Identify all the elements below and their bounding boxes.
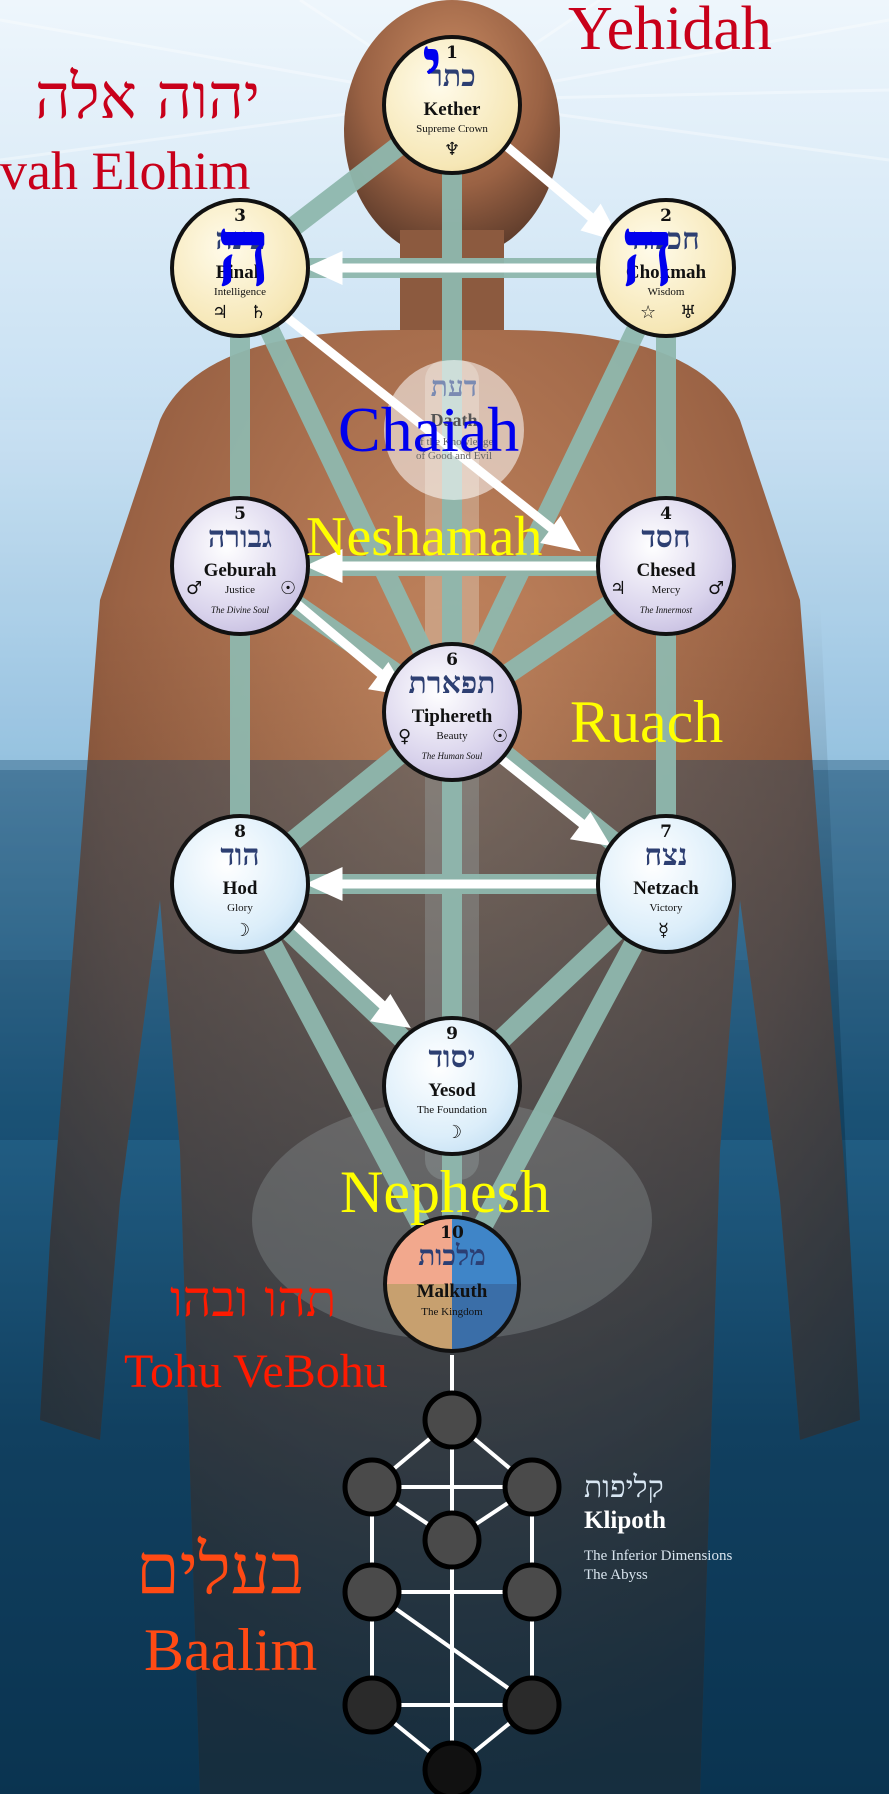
qliphah-1 — [425, 1393, 479, 1447]
sephirah-note: The Divine Soul — [174, 605, 306, 615]
qliphah-7 — [345, 1678, 399, 1732]
letter-yod: י — [422, 20, 442, 111]
qliphah-5 — [345, 1565, 399, 1619]
sephirah-hod: 8 הוד Hod Glory ☽ — [170, 814, 310, 954]
sephirah-netzach: 7 נצח Netzach Victory ☿ — [596, 814, 736, 954]
label-chaiah: Chaiah — [338, 393, 519, 467]
klipoth-line-2: The Abyss — [584, 1566, 732, 1585]
sephirah-hebrew: יסוד — [386, 1040, 518, 1075]
jupiter-icon: ♃ — [610, 578, 626, 599]
qliphah-2 — [345, 1460, 399, 1514]
sephirah-hebrew: תפארת — [386, 666, 518, 701]
sun-icon: ☉ — [492, 726, 508, 747]
sephirah-subtitle: The Foundation — [386, 1104, 518, 1116]
sephirah-name: Kether — [386, 99, 518, 121]
label-divine-name-hebrew: יהוה אלה — [0, 60, 260, 134]
label-neshamah: Neshamah — [306, 505, 542, 569]
label-baalim-hebrew: בעלים — [136, 1528, 304, 1611]
letter-heh-binah: ה — [216, 195, 271, 308]
sephirah-chesed: 4 חסד Chesed Mercy The Innermost ♃ ♂ — [596, 496, 736, 636]
qliphah-8 — [505, 1678, 559, 1732]
sephirah-tiphereth: 6 תפארת Tiphereth Beauty The Human Soul … — [382, 642, 522, 782]
klipoth-caption: קליפות Klipoth The Inferior Dimensions T… — [584, 1470, 732, 1585]
sephirah-note: The Human Soul — [386, 751, 518, 761]
sephirah-hebrew: הוד — [174, 838, 306, 873]
qliphah-4 — [425, 1513, 479, 1567]
label-tohu-latin: Tohu VeBohu — [124, 1344, 388, 1399]
sephirah-note: The Innermost — [600, 605, 732, 615]
sephirah-name: Yesod — [386, 1080, 518, 1102]
klipoth-hebrew: קליפות — [584, 1470, 732, 1505]
letter-heh-chokmah: ה — [620, 195, 675, 308]
sephirah-yesod: 9 יסוד Yesod The Foundation ☽ — [382, 1016, 522, 1156]
sephirah-name: Hod — [174, 878, 306, 900]
qliphah-6 — [505, 1565, 559, 1619]
neptune-icon: ♆ — [444, 139, 460, 160]
sephirah-hebrew: גבורה — [174, 520, 306, 555]
label-baalim-latin: Baalim — [144, 1616, 317, 1685]
sephirah-kether: 1 כתר Kether Supreme Crown ♆ — [382, 35, 522, 175]
qliphah-3 — [505, 1460, 559, 1514]
sephirah-name: Tiphereth — [386, 706, 518, 728]
sephirah-subtitle: Victory — [600, 902, 732, 914]
uranus-icon: ♅ — [680, 302, 696, 323]
moon-icon: ☽ — [234, 920, 250, 941]
sephirah-name: Malkuth — [387, 1281, 517, 1303]
sephirah-geburah: 5 גבורה Geburah Justice The Divine Soul … — [170, 496, 310, 636]
sephirah-name: Netzach — [600, 878, 732, 900]
sephirah-hebrew: כתר — [386, 59, 518, 94]
label-tohu-hebrew: תהו ובהו — [170, 1270, 336, 1328]
qliphah-9 — [425, 1743, 479, 1794]
klipoth-title: Klipoth — [584, 1507, 732, 1535]
moon-icon: ☽ — [446, 1122, 462, 1143]
sephirah-subtitle: The Kingdom — [387, 1306, 517, 1318]
label-nephesh: Nephesh — [340, 1158, 550, 1227]
mars-icon: ♂ — [186, 578, 202, 599]
sephirah-malkuth: 10 מלכות Malkuth The Kingdom — [383, 1215, 521, 1353]
label-ruach: Ruach — [570, 688, 723, 757]
klipoth-line-1: The Inferior Dimensions — [584, 1547, 732, 1566]
sun-icon: ☉ — [280, 578, 296, 599]
sephirah-subtitle: Glory — [174, 902, 306, 914]
sephirah-hebrew: נצח — [600, 838, 732, 873]
mercury-icon: ☿ — [658, 920, 669, 941]
label-yehidah: Yehidah — [568, 0, 772, 65]
venus-icon: ♀ — [398, 726, 411, 747]
sephirah-hebrew: מלכות — [387, 1239, 517, 1273]
sephirah-hebrew: חסד — [600, 520, 732, 555]
label-divine-name-latin: vah Elohim — [0, 140, 250, 202]
sephirah-subtitle: Supreme Crown — [386, 123, 518, 135]
mars-icon: ♂ — [708, 578, 724, 599]
